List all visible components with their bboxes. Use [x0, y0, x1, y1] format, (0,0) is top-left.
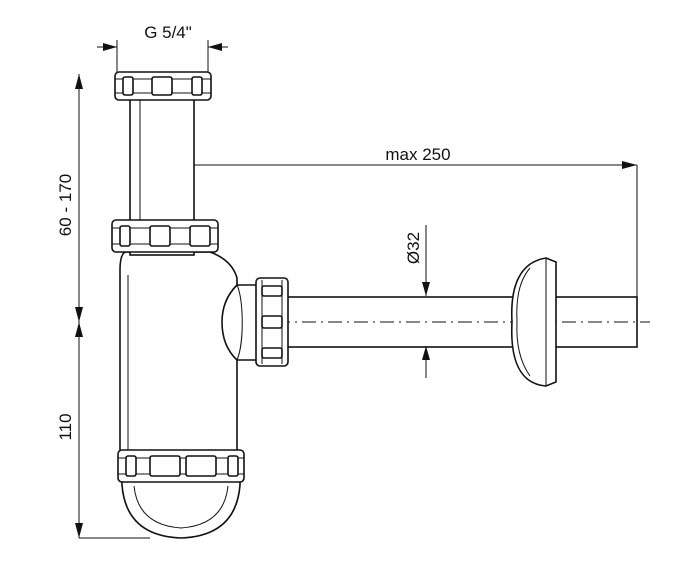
- pipe-diameter-label: Ø32: [404, 232, 423, 264]
- thread-size-dimension: [97, 40, 228, 72]
- middle-nut: [111, 219, 219, 253]
- pipe-diameter-dimension: [422, 225, 430, 378]
- outlet-nut: [255, 277, 289, 367]
- bottom-nut: [117, 449, 245, 483]
- wall-rosette: [510, 257, 557, 387]
- trap-body: [119, 251, 259, 456]
- trap-height-label: 110: [56, 413, 75, 440]
- adjustable-height-label: 60 - 170: [56, 174, 75, 236]
- top-inlet-nut: [114, 71, 212, 101]
- height-dimension: [75, 74, 150, 539]
- max-length-label: max 250: [385, 145, 450, 164]
- bottom-cup: [121, 479, 241, 539]
- thread-size-label: G 5/4": [144, 23, 192, 42]
